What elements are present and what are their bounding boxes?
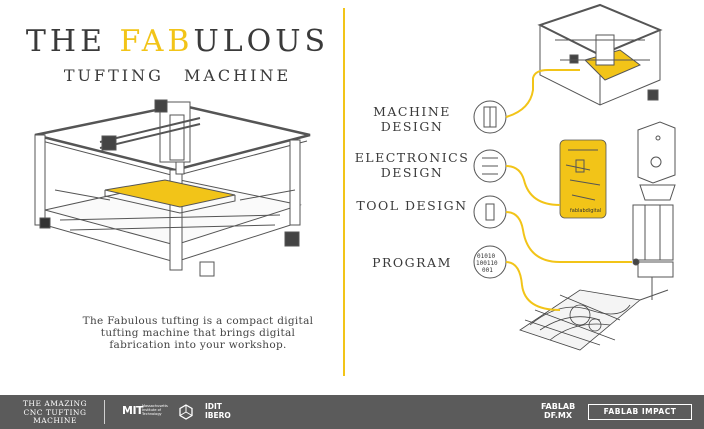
svg-text:001: 001 [482,267,493,274]
page-title: THE FABULOUS [25,24,330,59]
svg-text:01010: 01010 [477,253,495,260]
page-subtitle: TUFTING MACHINE [63,66,292,85]
step-electronics-design: ELECTRONICS DESIGN [354,150,470,180]
tool-exploded-illustration [632,121,676,301]
connector-lines [505,69,632,311]
step-icons [473,100,507,279]
mit-logo-subtitle: Massachusetts Institute of Technology [142,404,168,416]
description-text: The Fabulous tufting is a compact digita… [82,315,314,351]
program-icon-text: 01010 100110 001 [476,253,498,274]
footer-title: THE AMAZING CNC TUFTING MACHINE [22,399,88,425]
artwork: fablabdigital 01010 100110 001 [34,3,676,351]
svg-text:fablabdigital: fablabdigital [570,208,601,214]
svg-text:100110: 100110 [476,260,498,267]
fablab-df-mx-logo: FABLAB DF.MX [541,402,576,420]
footer-bar: THE AMAZING CNC TUFTING MACHINE MIT Mass… [0,395,704,429]
pcb-illustration: fablabdigital [559,139,607,219]
hex-logo-icon [179,404,193,420]
vertical-divider [343,8,345,376]
tool-design-icon [473,195,507,229]
rug-illustration [519,289,641,351]
step-tool-design: TOOL DESIGN [356,198,468,213]
machine-illustration [34,99,311,277]
footer-divider [104,400,105,424]
mit-logo: MIT [122,404,144,417]
fablab-impact-logo: FABLAB IMPACT [588,404,692,420]
idit-ibero-logo: IDIT IBERO [205,402,231,420]
step-machine-design: MACHINE DESIGN [373,104,451,134]
step-program: PROGRAM [372,255,452,270]
machine-top-illustration [537,3,663,106]
